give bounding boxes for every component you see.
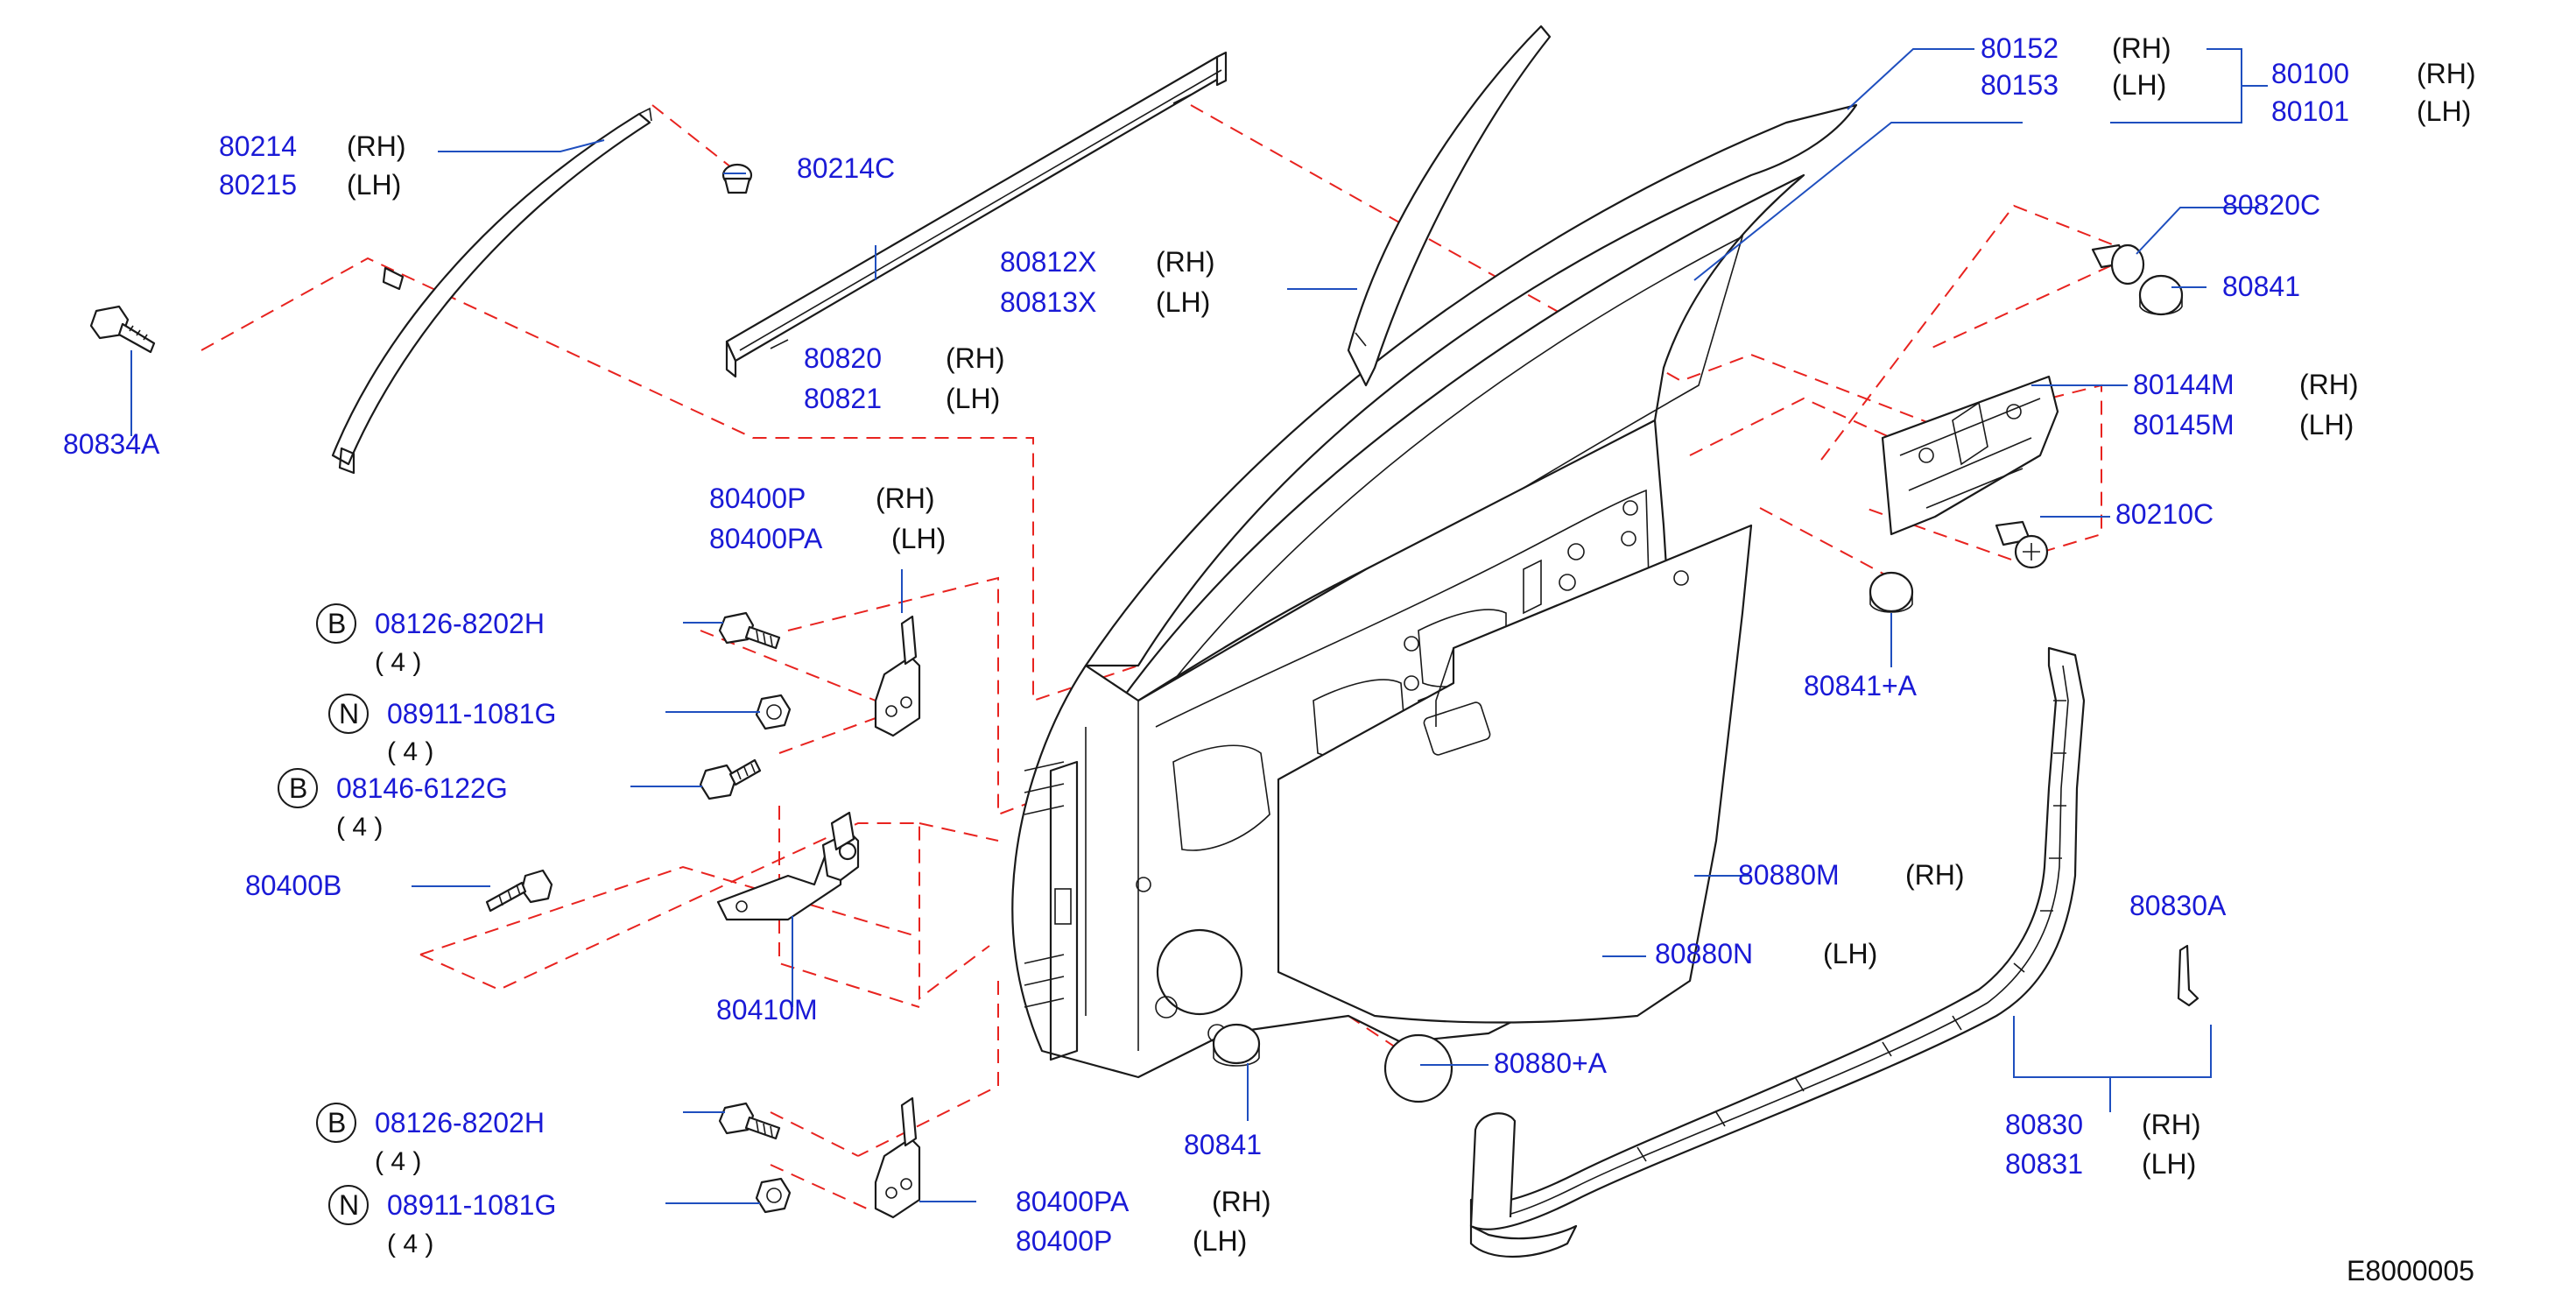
plug-80841A <box>1869 571 1914 613</box>
callout-labels: 80152 (RH) 80153 (LH) 80100 (RH) 80101 (… <box>63 32 2476 1286</box>
label-80101: 80101 <box>2271 95 2349 127</box>
label-08911-bottom: 08911-1081G <box>387 1189 556 1221</box>
side-80400PA-top: (LH) <box>891 523 946 554</box>
badge-b-bottom <box>316 1103 356 1143</box>
qty-08126-bottom: ( 4 ) <box>375 1147 421 1176</box>
label-80841-top: 80841 <box>2222 271 2300 302</box>
side-80830: (RH) <box>2142 1109 2201 1140</box>
bolt-80400B <box>485 869 553 913</box>
badge-b-top-letter: B <box>327 608 346 639</box>
nut-08911-bottom <box>755 1177 792 1214</box>
plug-80841-bottom <box>1212 1023 1261 1067</box>
side-80153: (LH) <box>2112 69 2166 101</box>
qty-08146: ( 4 ) <box>336 813 383 842</box>
screw-80210C <box>1995 520 2049 569</box>
plug-80841-top <box>2138 274 2184 316</box>
label-80841-bottom: 80841 <box>1184 1129 1262 1160</box>
label-08126-top: 08126-8202H <box>375 608 545 639</box>
label-08911-top: 08911-1081G <box>387 698 556 730</box>
door-outside-moulding <box>331 107 652 475</box>
side-80400PA-bottom: (RH) <box>1212 1186 1271 1217</box>
weatherstrip <box>1469 646 2199 1258</box>
label-80812X: 80812X <box>1000 246 1096 278</box>
nut-08911-top <box>755 694 792 730</box>
badge-b-mid-letter: B <box>289 772 307 804</box>
label-80834A: 80834A <box>63 428 160 460</box>
badge-b-top <box>316 603 356 644</box>
badge-n-bottom <box>328 1185 369 1225</box>
label-80831: 80831 <box>2005 1148 2083 1180</box>
badge-n-top <box>328 694 369 734</box>
side-80821: (LH) <box>946 383 1000 414</box>
side-80144M: (RH) <box>2299 369 2359 400</box>
label-80215: 80215 <box>219 169 297 201</box>
bolt-80834A <box>89 305 156 354</box>
label-80821: 80821 <box>804 383 882 414</box>
qty-08126-top: ( 4 ) <box>375 648 421 677</box>
diagram-code: E8000005 <box>2347 1255 2474 1286</box>
bolt-08126-bottom <box>718 1102 781 1140</box>
side-80145M: (LH) <box>2299 409 2354 441</box>
door-corner-sash-strip <box>725 51 1228 378</box>
label-80400B: 80400B <box>245 870 341 901</box>
callout-leader-lines <box>130 48 2268 1204</box>
plug-80880A <box>1383 1033 1453 1103</box>
label-80820C: 80820C <box>2222 189 2320 221</box>
label-08146: 08146-6122G <box>336 772 508 804</box>
qty-08911-bottom: ( 4 ) <box>387 1230 433 1258</box>
side-80880M: (RH) <box>1905 859 1965 891</box>
label-80841A: 80841+A <box>1804 670 1918 701</box>
bolt-08146 <box>699 758 762 800</box>
side-80214: (RH) <box>347 130 406 162</box>
label-80100: 80100 <box>2271 58 2349 89</box>
side-80400P-top: (RH) <box>876 483 935 514</box>
label-80813X: 80813X <box>1000 286 1096 318</box>
label-80410M: 80410M <box>716 994 818 1026</box>
screw-80820C <box>2091 243 2145 285</box>
label-80830A: 80830A <box>2129 890 2227 921</box>
bolt-08126-top <box>718 611 781 650</box>
door-check-link <box>716 811 860 921</box>
label-80400P-bottom: 80400P <box>1016 1225 1112 1257</box>
label-80214: 80214 <box>219 130 297 162</box>
label-80820: 80820 <box>804 342 882 374</box>
label-80145M: 80145M <box>2133 409 2235 441</box>
label-08126-bottom: 08126-8202H <box>375 1107 545 1138</box>
qty-08911-top: ( 4 ) <box>387 737 433 766</box>
door-window-glass-sealing-strip <box>1347 25 1552 387</box>
label-80880A: 80880+A <box>1494 1047 1608 1079</box>
door-hinge-lower <box>874 1096 921 1219</box>
label-80880N: 80880N <box>1655 938 1753 969</box>
label-80152: 80152 <box>1981 32 2059 64</box>
badge-b-bottom-letter: B <box>327 1107 346 1138</box>
label-80144M: 80144M <box>2133 369 2235 400</box>
label-80880M: 80880M <box>1738 859 1840 891</box>
badge-n-bottom-letter: N <box>339 1189 359 1221</box>
label-80400PA-bottom: 80400PA <box>1016 1186 1130 1217</box>
badge-n-top-letter: N <box>339 698 359 730</box>
label-80400P-top: 80400P <box>709 483 806 514</box>
side-80812X: (RH) <box>1156 246 1215 278</box>
label-80210C: 80210C <box>2115 498 2214 530</box>
door-hinge-upper <box>874 615 921 737</box>
side-80400P-bottom: (LH) <box>1193 1225 1247 1257</box>
label-80214C: 80214C <box>797 152 895 184</box>
side-80880N: (LH) <box>1823 938 1877 969</box>
clip-80214C <box>721 163 753 194</box>
label-80400PA-top: 80400PA <box>709 523 823 554</box>
side-80215: (LH) <box>347 169 401 201</box>
bracket-mirror <box>1881 375 2059 536</box>
side-80101: (LH) <box>2417 95 2471 127</box>
door-sealing-screen <box>1277 524 1753 1024</box>
side-80820: (RH) <box>946 342 1005 374</box>
label-80830: 80830 <box>2005 1109 2083 1140</box>
side-80100: (RH) <box>2417 58 2476 89</box>
side-80152: (RH) <box>2112 32 2171 64</box>
side-80813X: (LH) <box>1156 286 1210 318</box>
side-80831: (LH) <box>2142 1148 2196 1180</box>
label-80153: 80153 <box>1981 69 2059 101</box>
badge-b-mid <box>278 768 318 808</box>
